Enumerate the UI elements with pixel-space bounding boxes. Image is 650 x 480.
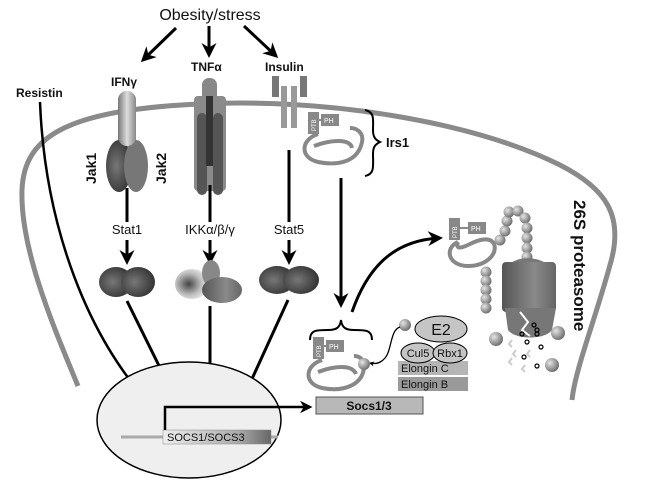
- elongin-c-box: [398, 361, 468, 375]
- jak2-label: Jak2: [153, 153, 169, 184]
- ub-ph-label: PH: [471, 226, 481, 233]
- obesity-stress-label: Obesity/stress: [159, 7, 260, 24]
- ifn-receptor: [106, 91, 148, 192]
- socs-box: [315, 396, 424, 415]
- jak1-protein: [106, 140, 132, 192]
- irs1-ubiquitinated-protein: PTB PH: [447, 218, 497, 269]
- socs-label: Socs1/3: [346, 399, 392, 413]
- stat5-label: Stat5: [274, 222, 304, 237]
- irs1-ph-label: PH: [324, 118, 334, 125]
- arrow-to-insulin: [242, 24, 279, 59]
- proteasome-label: 26S proteasome: [570, 200, 589, 331]
- irs1-brace: [364, 109, 383, 177]
- bound-ph-label: PH: [329, 344, 339, 351]
- insulin-label: Insulin: [265, 60, 304, 74]
- elongin-c-label: Elongin C: [401, 363, 449, 375]
- irs1-ptb-label: PTB: [312, 119, 318, 131]
- resistin-label: Resistin: [16, 86, 63, 100]
- ikk-label: IKKα/β/γ: [185, 222, 235, 237]
- irs1-protein: PTB PH: [302, 112, 365, 166]
- bound-ptb-label: PTB: [317, 345, 323, 357]
- degradation-arrow: [350, 231, 443, 313]
- transcription-arrow: [163, 400, 313, 430]
- rbx1-label: Rbx1: [437, 348, 463, 360]
- e2-protein: [414, 315, 468, 343]
- ubiquitin-ball: [399, 319, 411, 331]
- socs-gene: [162, 429, 272, 445]
- jak1-label: Jak1: [83, 153, 99, 184]
- stat5-dimer: [259, 266, 319, 294]
- e2-label: E2: [431, 322, 451, 339]
- peptide-fragments: [489, 322, 565, 373]
- elongin-b-box: [398, 377, 468, 391]
- ikk-complex: [175, 260, 242, 303]
- elongin-b-label: Elongin B: [401, 379, 448, 391]
- polyubiquitin-chain: [480, 205, 533, 314]
- ubiquitin-transfer-arrow: [368, 326, 401, 367]
- cell-membrane: [19, 100, 618, 401]
- proteasome: [502, 258, 556, 338]
- irs1-label: Irs1: [386, 135, 409, 150]
- stat1-dimer: [99, 267, 155, 297]
- tnf-alpha-label: TNFα: [191, 60, 222, 74]
- insulin-receptor: [272, 76, 307, 128]
- cul5-label: Cul5: [407, 348, 430, 360]
- socs-gene-label: SOCS1/SOCS3: [167, 432, 245, 444]
- ifn-gamma-label: IFNγ: [111, 75, 137, 89]
- ub-ptb-label: PTB: [453, 226, 459, 238]
- nucleus: [96, 361, 282, 479]
- tnf-receptor: [194, 78, 226, 195]
- rbx1-protein: [432, 342, 468, 364]
- irs1-bound-protein: PTB PH: [306, 337, 370, 392]
- stat1-label: Stat1: [112, 222, 142, 237]
- arrow-to-ifn: [140, 26, 178, 63]
- jak2-protein: [124, 140, 148, 192]
- complex-brace: [309, 319, 373, 341]
- stat5-to-nucleus-arrow: [244, 299, 290, 395]
